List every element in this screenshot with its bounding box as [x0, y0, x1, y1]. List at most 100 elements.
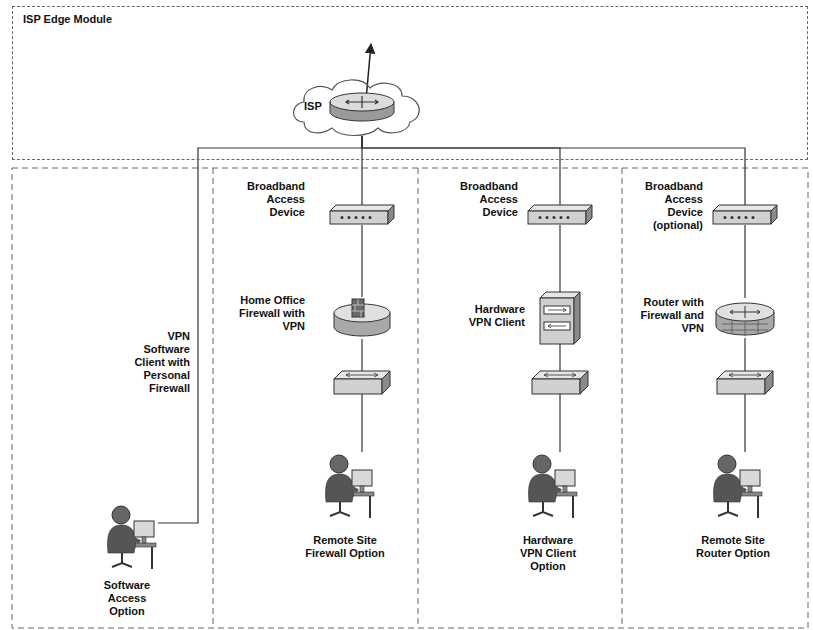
user-workstation-shape: [314, 452, 376, 518]
modem-light: [724, 216, 727, 219]
text-holder: Broadband Access Device: [233, 180, 305, 219]
modem-front: [528, 211, 586, 224]
device-label: Router with Firewall and VPN: [632, 296, 704, 335]
module-band: ISP Edge ModuleISP: [12, 6, 808, 160]
device-label: Broadband Access Device: [446, 180, 518, 219]
chair: [112, 553, 132, 567]
person-arm: [551, 486, 561, 491]
column-divider: [213, 168, 214, 628]
switch-side: [382, 371, 390, 394]
router-arrows: [730, 306, 760, 318]
switch-icon: [532, 371, 588, 394]
modem-light: [362, 216, 365, 219]
switch-top: [717, 371, 773, 379]
switch-top: [334, 371, 390, 379]
modem-top: [528, 205, 592, 211]
user-workstation: Software Access Option: [96, 503, 158, 569]
modem-side: [771, 205, 777, 224]
monitor-stand: [563, 486, 567, 492]
person-arm: [130, 537, 140, 542]
vpn-box-arrows: [548, 308, 566, 328]
column-divider: [418, 168, 419, 628]
desk-leg: [369, 496, 371, 518]
vpn-box-front: [540, 298, 574, 344]
modem-front: [330, 211, 388, 224]
cloud-outline: [294, 80, 420, 136]
broadband-device-shape: [330, 205, 394, 225]
text-holder: Broadband Access Device: [446, 180, 518, 219]
monitor-stand: [360, 486, 364, 492]
option-caption: Hardware VPN Client Option: [513, 534, 583, 573]
modem-light: [546, 216, 549, 219]
module-title: ISP Edge Module: [23, 13, 112, 26]
switch-front: [334, 379, 382, 394]
modem-light: [567, 216, 570, 219]
switch-icon: [334, 371, 390, 394]
modem-side: [388, 205, 394, 224]
option-caption: Software Access Option: [92, 579, 162, 618]
person-head: [330, 455, 348, 473]
network-link: [362, 136, 560, 205]
device-label: Broadband Access Device (optional): [631, 180, 703, 232]
text-holder: Hardware VPN Client Option: [513, 534, 583, 573]
router-bricks: [722, 321, 768, 336]
modem-light: [560, 216, 563, 219]
user-workstation-shape: [517, 452, 579, 518]
network-link: [744, 225, 745, 298]
modem-side: [586, 205, 592, 224]
user-workstation: Hardware VPN Client Option: [517, 452, 579, 518]
switch-top: [532, 371, 588, 379]
modem-light: [553, 216, 556, 219]
modem-light: [745, 216, 748, 219]
broadband-device-shape: [713, 205, 777, 225]
modem-top: [713, 205, 777, 211]
switch-arrows: [544, 373, 576, 377]
person-arm: [736, 486, 746, 491]
router-arrows: [346, 96, 378, 108]
edge-label-holder: VPN Software Client with Personal Firewa…: [128, 330, 190, 395]
switch-icon: [717, 371, 773, 394]
modem-top: [330, 205, 394, 211]
router-top: [330, 93, 394, 111]
monitor: [134, 521, 154, 537]
modem-front: [713, 211, 771, 224]
user-workstation: Remote Site Router Option: [702, 452, 764, 518]
edge-label: VPN Software Client with Personal Firewa…: [128, 330, 190, 395]
device-label: Home Office Firewall with VPN: [233, 294, 305, 333]
option-caption: Remote Site Firewall Option: [297, 534, 393, 560]
switch-arrows: [729, 373, 761, 377]
desk-leg: [757, 496, 759, 518]
network-link: [361, 225, 362, 297]
network-link: [361, 339, 362, 452]
monitor: [740, 470, 760, 486]
chair: [718, 502, 738, 516]
network-link: [559, 344, 560, 452]
text-holder: Broadband Access Device (optional): [631, 180, 703, 232]
text-holder: Remote Site Firewall Option: [297, 534, 393, 560]
modem-light: [539, 216, 542, 219]
switch-front: [717, 379, 765, 394]
monitor-stand: [142, 537, 146, 543]
desk-leg: [572, 496, 574, 518]
text-holder: Home Office Firewall with VPN: [233, 294, 305, 333]
router-device-shape: [714, 298, 776, 338]
monitor-stand: [748, 486, 752, 492]
isp-cloud: ISP: [290, 78, 424, 136]
modem-light: [341, 216, 344, 219]
switch-front: [532, 379, 580, 394]
router-top: [716, 303, 774, 321]
router-device: Router with Firewall and VPN: [714, 298, 776, 338]
text-holder: Router with Firewall and VPN: [632, 296, 704, 335]
device-label: Broadband Access Device: [233, 180, 305, 219]
broadband-device-shape: [528, 205, 592, 225]
hardware-vpn-device: Hardware VPN Client: [540, 292, 580, 344]
modem-light: [752, 216, 755, 219]
modem-light: [348, 216, 351, 219]
desk-leg: [151, 547, 153, 569]
hardware-vpn-device-shape: [540, 292, 580, 344]
text-holder: Remote Site Router Option: [685, 534, 781, 560]
switch-side: [580, 371, 588, 394]
switch-arrows: [346, 373, 378, 377]
network-link: [744, 338, 745, 452]
